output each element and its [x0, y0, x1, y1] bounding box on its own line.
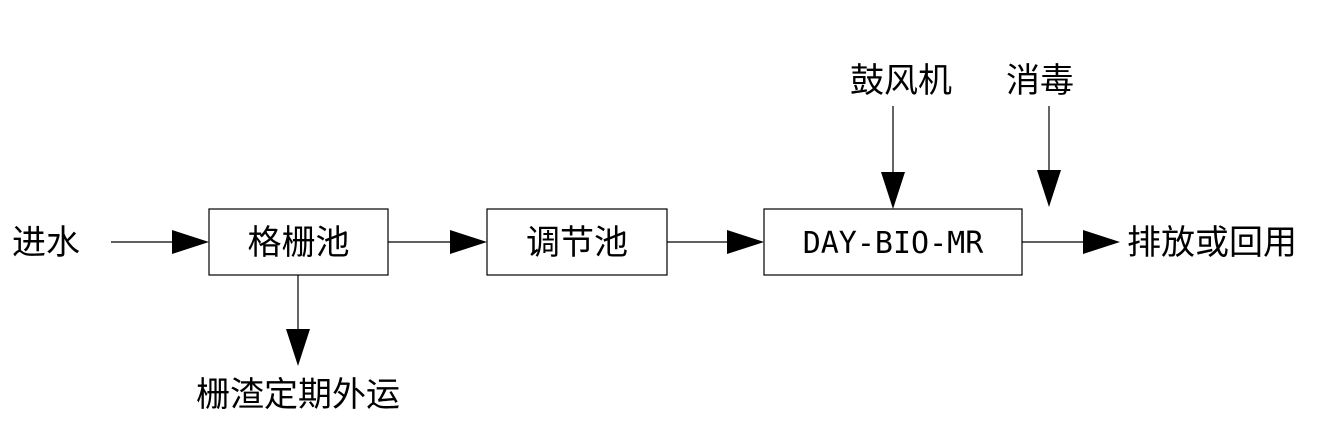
screen-tank-node: 格栅池 — [208, 208, 389, 276]
reactor-node: DAY-BIO-MR — [763, 208, 1023, 276]
arrow-screen-to-equalization — [388, 230, 487, 254]
equalization-tank-label: 调节池 — [526, 223, 628, 263]
arrow-disinfection-to-effluent — [1037, 106, 1061, 207]
arrow-inlet-to-screen — [111, 230, 209, 254]
inlet-label: 进水 — [12, 223, 80, 263]
arrow-blower-to-reactor — [881, 106, 905, 209]
equalization-tank-node: 调节池 — [486, 208, 668, 276]
screen-tank-box — [208, 208, 389, 276]
blower-label: 鼓风机 — [850, 61, 952, 101]
arrow-equalization-to-reactor — [667, 230, 764, 254]
screen-tank-label: 格栅池 — [248, 223, 350, 263]
reactor-label: DAY-BIO-MR — [803, 226, 985, 261]
equalization-tank-box — [486, 208, 668, 276]
outlet-label: 排放或回用 — [1127, 223, 1297, 263]
disinfection-label: 消毒 — [1006, 61, 1074, 101]
arrow-screen-to-screenings — [286, 275, 310, 366]
arrow-reactor-to-outlet — [1022, 230, 1120, 254]
screenings-label: 栅渣定期外运 — [196, 375, 400, 415]
